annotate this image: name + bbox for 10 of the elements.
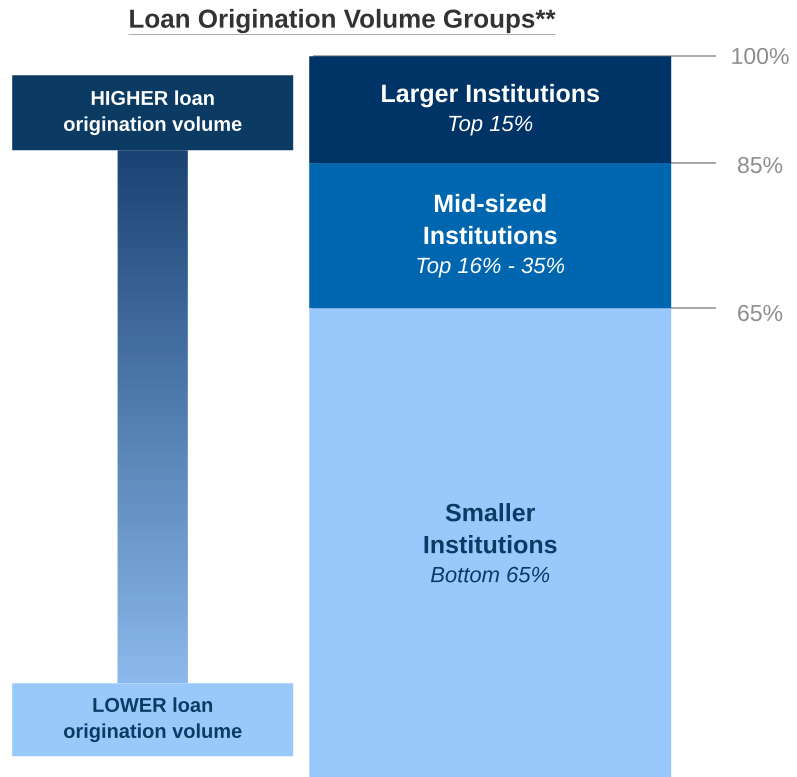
scale-box: HIGHER loan origination volume (12, 75, 294, 150)
group-band: Mid-sized Institutions Top 16% - 35% (309, 163, 672, 308)
percent-label: 85% (738, 156, 782, 174)
group-band: Larger Institutions Top 15% (309, 56, 672, 164)
percent-label: 65% (738, 304, 782, 322)
title: Loan Origination Volume Groups** (128, 8, 556, 35)
gradient-bar (118, 150, 188, 683)
percent-label: 100% (732, 48, 789, 64)
scale-box: LOWER loan origination volume (12, 683, 294, 756)
group-band: Smaller Institutions Bottom 65% (309, 308, 672, 777)
